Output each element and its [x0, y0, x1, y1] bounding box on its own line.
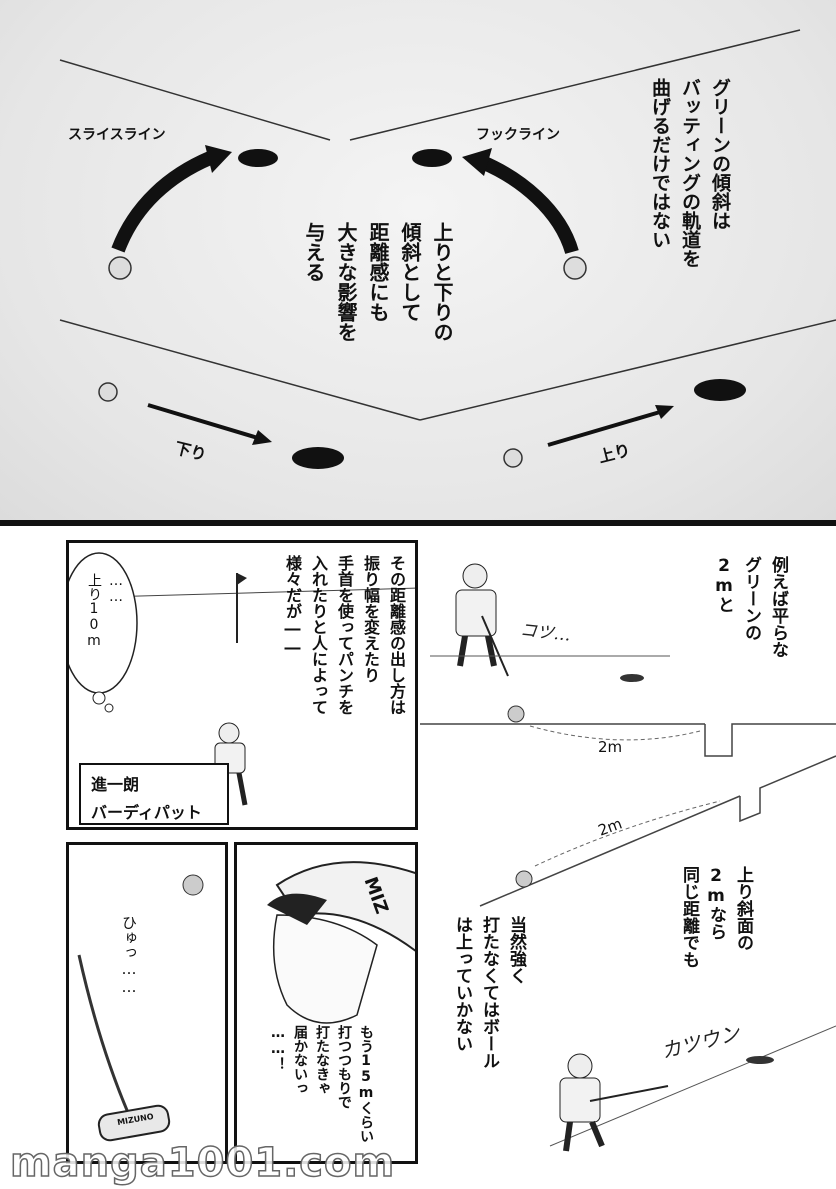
flat-cup — [704, 723, 836, 757]
up-green-edge — [419, 319, 836, 421]
golfer-closeup-panel: MIZ もう15mくらい 打つつもりで 打たなきゃ 届かないっ ……！ — [234, 842, 418, 1164]
hook-arrow — [479, 155, 579, 255]
slice-arrow — [111, 151, 213, 253]
putting-golfer-figure — [455, 563, 509, 677]
down-green-edge — [59, 319, 421, 421]
struck-ball — [746, 1056, 774, 1064]
thought-bubble-text: …… 上り10m — [86, 573, 124, 649]
down-arrowhead — [252, 430, 272, 445]
distance-narration: その距離感の出し方は 振り幅を変えたり 手首を使ってパンチを 入れたりと人によっ… — [283, 555, 406, 715]
hook-line-label: フックライン — [476, 127, 560, 143]
uphill-narration: 上り斜面の 2mなら 同じ距離でも — [679, 866, 753, 968]
down-arrow — [147, 403, 259, 440]
rolling-ball — [620, 674, 644, 682]
slice-ball — [108, 256, 132, 280]
hook-arrowhead — [462, 148, 492, 176]
hook-hole — [412, 149, 452, 167]
golfer-monologue: もう15mくらい 打つつもりで 打たなきゃ 届かないっ ……！ — [270, 1025, 374, 1143]
slice-arrowhead — [205, 145, 232, 173]
putter-shaft — [77, 954, 131, 1116]
up-hole — [694, 379, 746, 401]
slice-hole — [238, 149, 278, 167]
face — [272, 914, 378, 1024]
slope-diagram-panel: グリーンの傾斜は バッティングの軌道を 曲げるだけではない スライスライン フッ… — [0, 0, 836, 520]
strong-hit-narration: 当然強く 打たなくてはボール は上っていかない — [452, 916, 526, 1069]
slope-surface — [479, 795, 741, 907]
cap — [275, 861, 415, 952]
intro-narration: グリーンの傾斜は バッティングの軌道を 曲げるだけではない — [649, 78, 731, 268]
flat-trajectory — [529, 725, 701, 741]
up-ball — [503, 448, 523, 468]
up-arrow — [547, 410, 661, 447]
example-narration: 例えば平らな グリーンの 2mと — [714, 556, 788, 658]
bottom-slope-line — [549, 1025, 836, 1147]
right-column-panel: 例えば平らな グリーンの 2mと コツ… 2m 2m 上り斜面の 2mなら 同じ… — [420, 526, 836, 1189]
putt-type: バーディパット — [91, 803, 202, 822]
slope-cup — [739, 755, 836, 823]
slice-line-label: スライスライン — [68, 127, 166, 143]
golfer-closeup-art — [267, 861, 415, 1024]
flagstick — [236, 573, 247, 643]
down-hole — [292, 447, 344, 469]
putter-swing-art — [77, 874, 204, 1142]
putter-head — [97, 1104, 171, 1142]
putt-setup-panel: その距離感の出し方は 振り幅を変えたり 手首を使ってパンチを 入れたりと人によっ… — [66, 540, 418, 830]
hook-green-edge — [349, 29, 801, 141]
roll-sound-effect: コツ… — [518, 620, 572, 646]
watermark: manga1001.com — [9, 1139, 396, 1187]
putt-ball — [182, 874, 204, 896]
player-caption: 進一朗 バーディパット — [79, 763, 229, 825]
hook-ball — [563, 256, 587, 280]
slice-green-edge — [59, 59, 331, 141]
hair — [267, 893, 327, 925]
putter-swing-panel: ひゅっ…… MIZUNO — [66, 842, 228, 1164]
striking-golfer-figure — [559, 1053, 669, 1152]
right-column-art — [420, 563, 836, 1152]
flat-distance-label: 2m — [598, 738, 623, 756]
swing-sound-effect: ひゅっ…… — [120, 915, 138, 996]
slope-trajectory — [534, 800, 721, 867]
center-narration: 上りと下りの 傾斜として 距離感にも 大きな影響を 与える — [302, 222, 454, 342]
up-arrowhead — [655, 405, 674, 419]
slope-diagram-art — [59, 29, 836, 469]
player-name: 進一朗 — [91, 775, 140, 794]
tier-divider — [0, 520, 836, 526]
putt-setup-art — [69, 552, 415, 806]
slope-ball — [515, 870, 533, 888]
flat-ball — [507, 705, 525, 723]
down-ball — [98, 382, 118, 402]
